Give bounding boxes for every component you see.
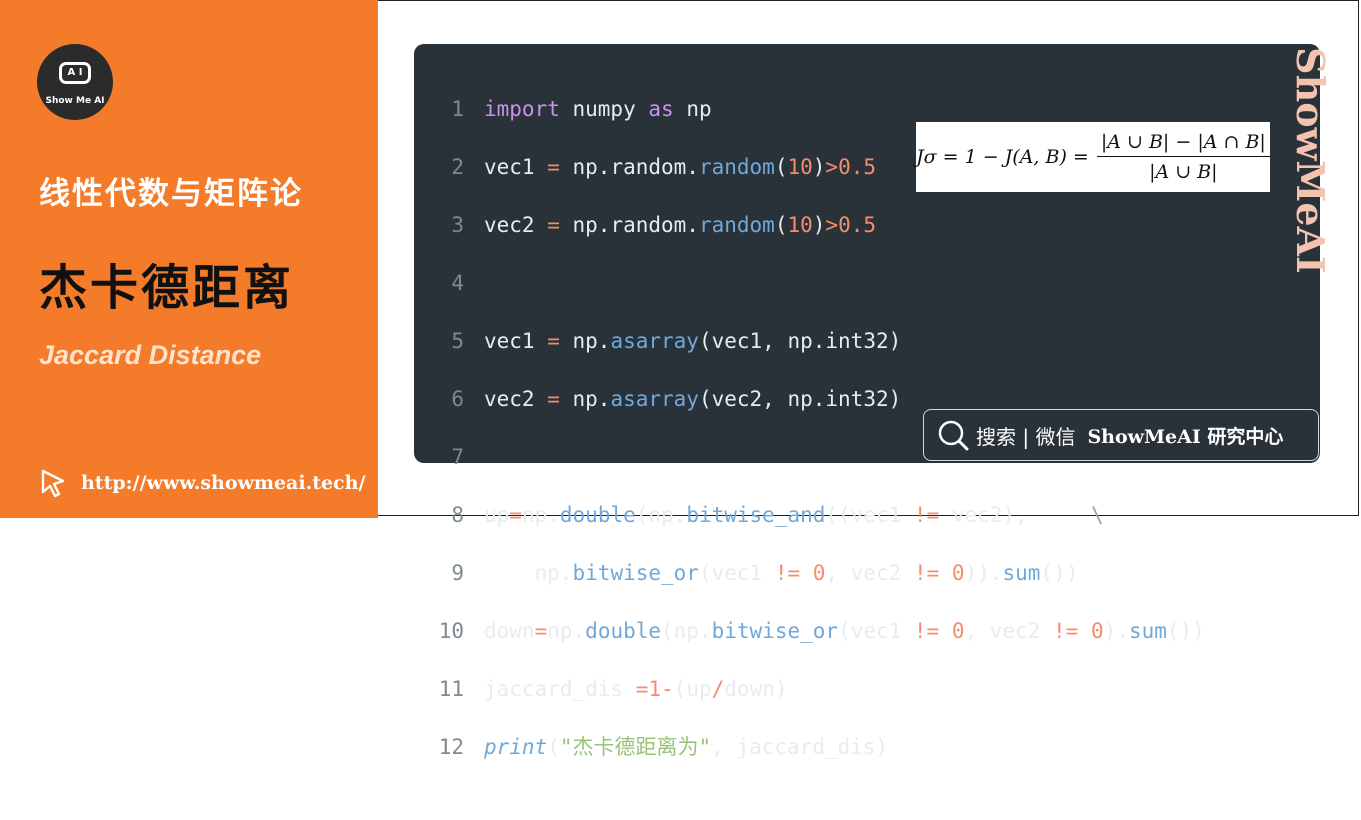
line-number: 7 — [451, 445, 464, 469]
line-number: 1 — [451, 97, 464, 121]
formula-lhs: Jσ = 1 − J(A, B) = — [916, 146, 1089, 168]
line-number: 5 — [451, 329, 464, 353]
logo-brand-text: Show Me AI — [45, 96, 105, 106]
sidebar-panel: A I Show Me AI 线性代数与矩阵论 杰卡德距离 Jaccard Di… — [0, 0, 378, 518]
code-line-9: 9 np.bitwise_or(vec1 != 0, vec2 != 0)).s… — [438, 559, 1205, 588]
subject-title: 线性代数与矩阵论 — [39, 176, 303, 212]
line-number: 3 — [451, 213, 464, 237]
line-number: 4 — [451, 271, 464, 295]
line-number: 9 — [451, 561, 464, 585]
line-number: 6 — [451, 387, 464, 411]
line-number: 8 — [451, 503, 464, 527]
search-icon — [938, 420, 969, 451]
watermark-text: ShowMeAI — [1287, 46, 1333, 274]
line-number: 10 — [438, 619, 464, 643]
line-number: 11 — [438, 677, 464, 701]
line-number: 2 — [451, 155, 464, 179]
pointer-cursor-icon — [41, 469, 65, 498]
wechat-search-badge[interactable]: 搜索 | 微信 ShowMeAI 研究中心 — [923, 409, 1319, 461]
search-label: 搜索 | 微信 — [976, 424, 1076, 449]
robot-face-icon: A I — [59, 62, 91, 84]
showmeai-logo[interactable]: A I Show Me AI — [37, 44, 113, 120]
page-title-en: Jaccard Distance — [39, 340, 262, 370]
website-link[interactable]: http://www.showmeai.tech/ — [37, 468, 365, 498]
line-number: 12 — [438, 735, 464, 759]
page-title: 杰卡德距离 — [39, 260, 295, 316]
search-brand: ShowMeAI 研究中心 — [1087, 425, 1284, 448]
showmeai-watermark: ShowMeAI — [1280, 40, 1340, 280]
formula-numerator: |A ∪ B| − |A ∩ B| — [1096, 131, 1270, 157]
code-line-4: 4 — [438, 269, 1205, 298]
formula-denominator: |A ∪ B| — [1149, 161, 1218, 183]
website-url[interactable]: http://www.showmeai.tech/ — [81, 472, 366, 494]
formula-fraction: |A ∪ B| − |A ∩ B| |A ∪ B| — [1096, 131, 1270, 183]
code-line-7: 7 — [438, 443, 1205, 472]
jaccard-formula: Jσ = 1 − J(A, B) = |A ∪ B| − |A ∩ B| |A … — [916, 122, 1270, 192]
logo-mark: A I — [67, 67, 83, 78]
